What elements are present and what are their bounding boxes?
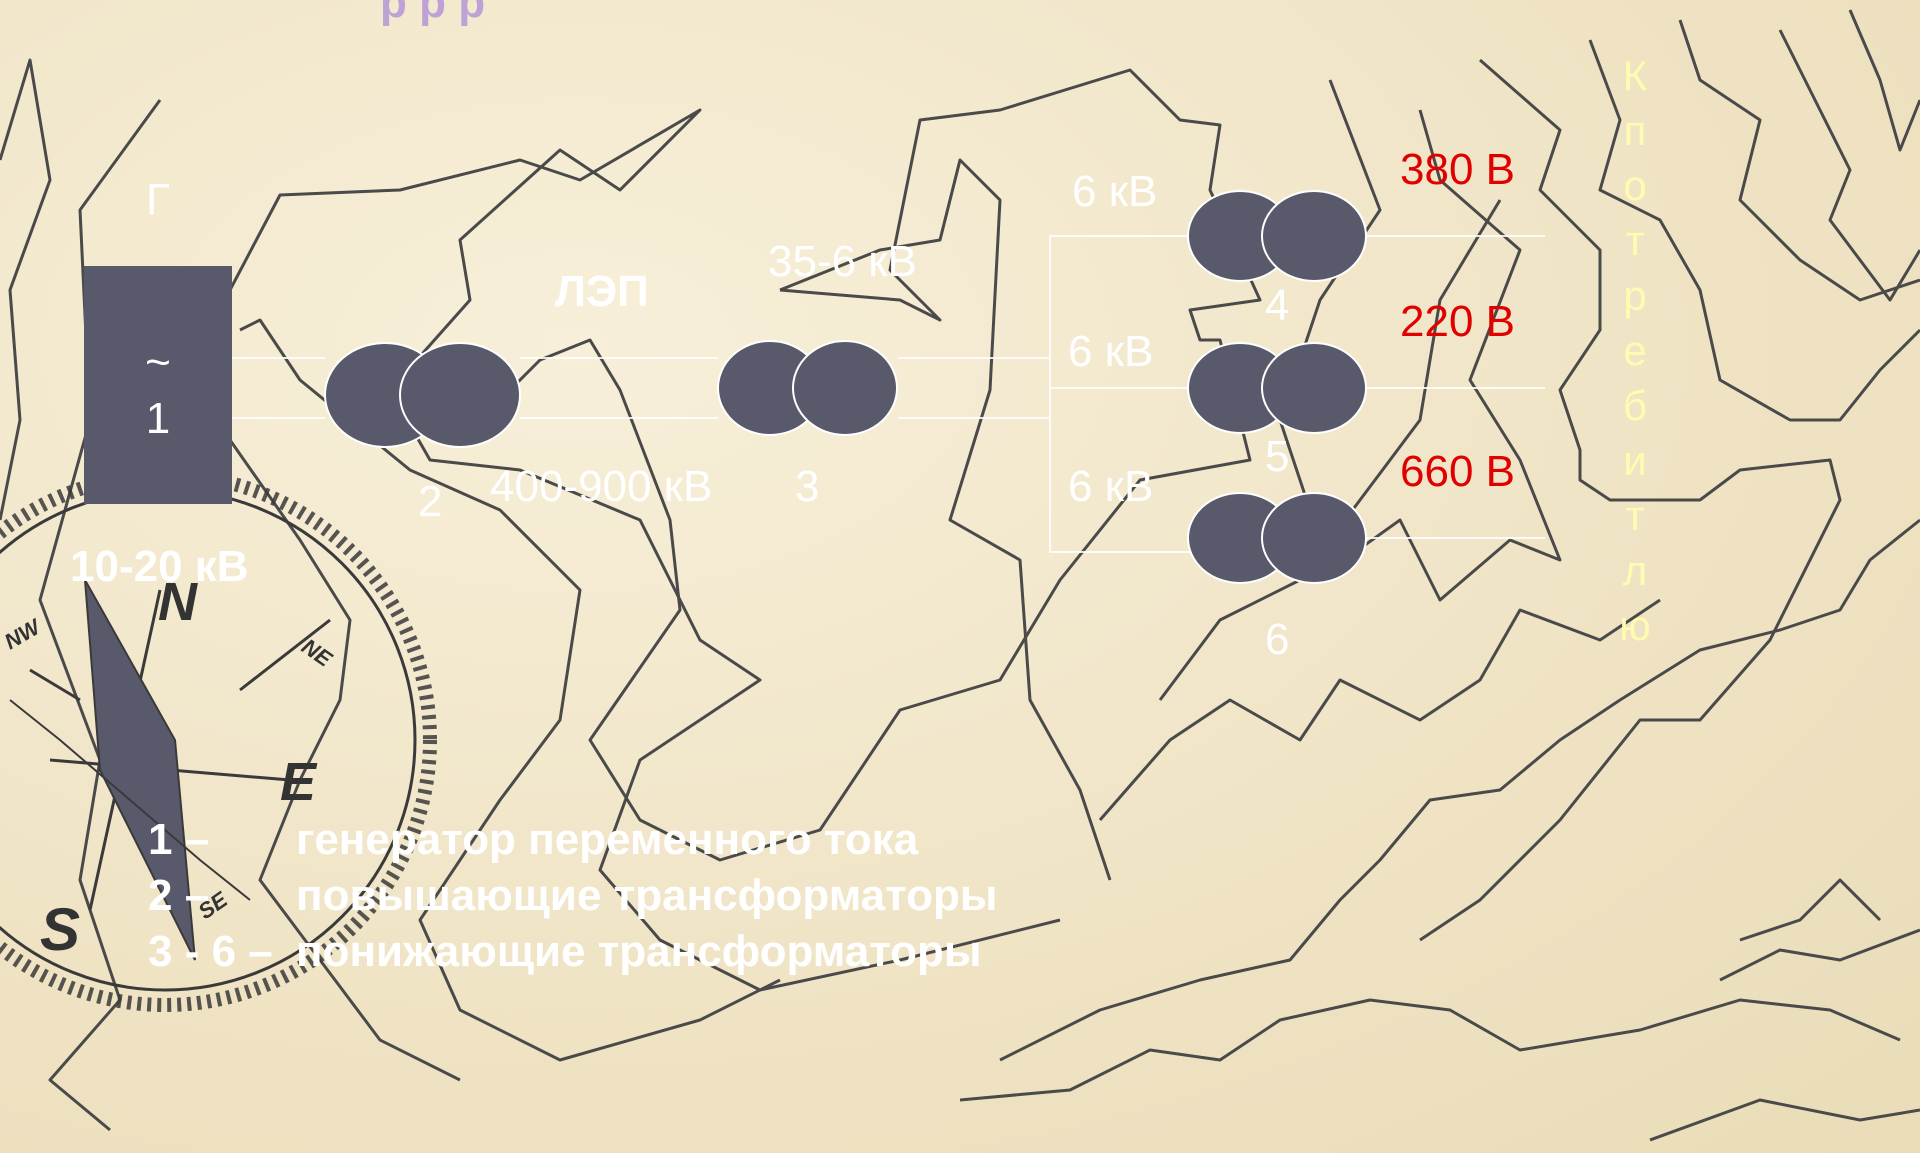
consumer-letter: е xyxy=(1612,323,1658,378)
transformer-3b xyxy=(793,341,897,435)
legend-text: повышающие трансформаторы xyxy=(296,871,997,920)
consumer-letter: т xyxy=(1612,213,1658,268)
branch-3-number: 6 xyxy=(1265,618,1289,662)
consumer-letter: р xyxy=(1612,268,1658,323)
legend-text: генератор переменного тока xyxy=(296,815,918,864)
consumer-letter: б xyxy=(1612,378,1658,433)
generator-symbol: ~ xyxy=(84,338,232,388)
transformer-4b xyxy=(1262,191,1366,281)
transformer-5b xyxy=(1262,343,1366,433)
generator-number: 1 xyxy=(84,394,232,444)
consumer-letter: К xyxy=(1612,48,1658,103)
consumer-letter: п xyxy=(1612,103,1658,158)
transformer-6b xyxy=(1262,493,1366,583)
transmission-voltage: 400-900 кВ xyxy=(490,465,712,509)
legend-key: 1 – xyxy=(148,812,296,868)
consumer-letter: о xyxy=(1612,158,1658,213)
main-step-down-voltage: 35-6 кВ xyxy=(768,240,917,284)
consumer-letter: л xyxy=(1612,543,1658,598)
generator-box: ~ 1 xyxy=(84,266,232,504)
compass-e: E xyxy=(280,752,318,812)
legend-row: 2 –повышающие трансформаторы xyxy=(148,868,997,924)
transformer-2b xyxy=(400,343,520,447)
consumer-letter: ю xyxy=(1612,598,1658,653)
page-title-partial: р р р xyxy=(380,0,485,28)
generator-letter: Г xyxy=(146,178,170,222)
consumer-label: К п о т р е б и т л ю xyxy=(1612,48,1658,653)
compass-s: S xyxy=(40,896,80,963)
branch-1-voltage: 6 кВ xyxy=(1072,170,1157,214)
legend: 1 –генератор переменного тока 2 –повышаю… xyxy=(148,812,997,980)
branch-2-number: 5 xyxy=(1265,435,1289,479)
branch-2-output: 220 В xyxy=(1400,300,1515,344)
line-label: ЛЭП xyxy=(555,270,649,314)
main-step-down-number: 3 xyxy=(795,465,819,509)
generator-voltage: 10-20 кВ xyxy=(70,545,249,589)
compass-nw: NW xyxy=(0,613,46,654)
legend-key: 3 - 6 – xyxy=(148,924,296,980)
step-up-number: 2 xyxy=(418,480,442,524)
branch-2-voltage: 6 кВ xyxy=(1068,330,1153,374)
legend-text: понижающие трансформаторы xyxy=(296,927,982,976)
branch-1-output: 380 В xyxy=(1400,148,1515,192)
legend-key: 2 – xyxy=(148,868,296,924)
legend-row: 3 - 6 –понижающие трансформаторы xyxy=(148,924,997,980)
consumer-letter: т xyxy=(1612,488,1658,543)
branch-1-number: 4 xyxy=(1265,284,1289,328)
consumer-letter: и xyxy=(1612,433,1658,488)
branch-3-output: 660 В xyxy=(1400,450,1515,494)
legend-row: 1 –генератор переменного тока xyxy=(148,812,997,868)
branch-3-voltage: 6 кВ xyxy=(1068,465,1153,509)
